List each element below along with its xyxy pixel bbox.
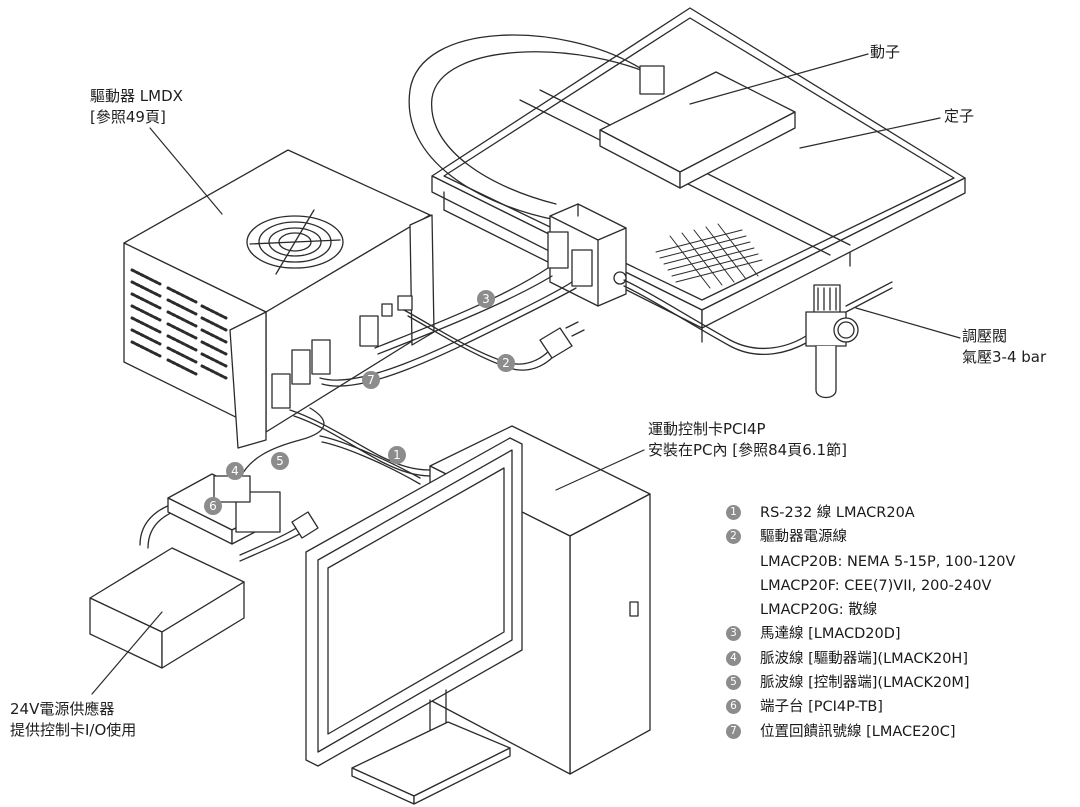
legend-number: 2 bbox=[726, 529, 741, 545]
legend-text: 驅動器電源線 bbox=[760, 529, 847, 546]
legend-number: 4 bbox=[726, 650, 741, 666]
legend-text: 脈波線 [驅動器端](LMACK20H] bbox=[760, 650, 968, 667]
stator-label: 定子 bbox=[944, 107, 975, 125]
legend-item: 7 位置回饋訊號線 [LMACE20C] bbox=[726, 720, 1080, 744]
svg-text:7: 7 bbox=[367, 373, 375, 387]
legend-text: 脈波線 [控制器端](LMACK20M] bbox=[760, 675, 970, 692]
callout-1: 1 bbox=[388, 446, 406, 464]
callout-markers: 1 2 3 4 5 6 7 bbox=[204, 290, 515, 515]
legend-item: 2 驅動器電源線 bbox=[726, 525, 1080, 549]
callout-6: 6 bbox=[204, 497, 222, 515]
legend-number: 5 bbox=[726, 675, 741, 691]
cable-carrier bbox=[408, 34, 665, 221]
legend-text: 馬達線 [LMACD20D] bbox=[760, 626, 901, 643]
legend-number: 1 bbox=[726, 505, 741, 520]
mover-label: 動子 bbox=[870, 43, 901, 61]
svg-text:3: 3 bbox=[482, 292, 490, 306]
svg-text:5: 5 bbox=[276, 454, 284, 468]
legend-text: LMACP20G: 散線 bbox=[760, 602, 878, 619]
regulator-label-1: 調壓閥 bbox=[962, 327, 1008, 345]
monitor bbox=[305, 437, 523, 805]
legend-item: 3 馬達線 [LMACD20D] bbox=[726, 622, 1080, 646]
legend-text: RS-232 線 LMACR20A bbox=[760, 505, 915, 521]
mover-block bbox=[599, 71, 796, 189]
callout-3: 3 bbox=[477, 290, 495, 308]
legend-subitem: LMACP20B: NEMA 5-15P, 100-120V bbox=[726, 550, 1080, 574]
legend-text: 位置回饋訊號線 [LMACE20C] bbox=[760, 723, 956, 740]
legend-subitem: LMACP20F: CEE(7)VII, 200-240V bbox=[726, 574, 1080, 598]
card-label-1: 運動控制卡PCI4P bbox=[648, 420, 766, 438]
svg-text:2: 2 bbox=[502, 356, 510, 370]
svg-text:6: 6 bbox=[209, 499, 217, 513]
legend-item: 4 脈波線 [驅動器端](LMACK20H] bbox=[726, 647, 1080, 671]
legend-item: 6 端子台 [PCI4P-TB] bbox=[726, 695, 1080, 719]
callout-4: 4 bbox=[226, 462, 244, 480]
svg-text:1: 1 bbox=[393, 448, 401, 462]
legend-number: 3 bbox=[726, 626, 741, 642]
pressure-regulator bbox=[805, 281, 893, 399]
driver-label-2: [參照49頁] bbox=[90, 108, 166, 126]
callout-2: 2 bbox=[497, 354, 515, 372]
driver-label-1: 驅動器 LMDX bbox=[90, 87, 183, 105]
fan-icon bbox=[246, 209, 344, 275]
legend-subitem: LMACP20G: 散線 bbox=[726, 598, 1080, 622]
callout-5: 5 bbox=[271, 452, 289, 470]
legend-text: LMACP20B: NEMA 5-15P, 100-120V bbox=[760, 553, 1016, 570]
cable-legend: 1 RS-232 線 LMACR20A 2 驅動器電源線 LMACP20B: N… bbox=[726, 501, 1080, 744]
svg-text:4: 4 bbox=[231, 464, 239, 478]
card-label-2: 安裝在PC內 [參照84頁6.1節] bbox=[648, 441, 847, 459]
legend-number: 6 bbox=[726, 699, 741, 715]
legend-text: LMACP20F: CEE(7)VII, 200-240V bbox=[760, 577, 992, 594]
regulator-label-2: 氣壓3-4 bar bbox=[962, 348, 1047, 366]
terminal-block bbox=[167, 473, 281, 545]
callout-7: 7 bbox=[362, 371, 380, 389]
legend-item: 5 脈波線 [控制器端](LMACK20M] bbox=[726, 671, 1080, 695]
psu-box bbox=[89, 547, 245, 669]
legend-number: 7 bbox=[726, 723, 741, 739]
legend-item: 1 RS-232 線 LMACR20A bbox=[726, 501, 1080, 525]
psu-label-2: 提供控制卡I/O使用 bbox=[10, 721, 137, 739]
psu-label-1: 24V電源供應器 bbox=[10, 700, 115, 718]
legend-text: 端子台 [PCI4P-TB] bbox=[760, 699, 883, 716]
table-connector-box bbox=[547, 203, 627, 307]
driver-unit bbox=[123, 149, 435, 449]
leader-lines bbox=[91, 53, 961, 695]
